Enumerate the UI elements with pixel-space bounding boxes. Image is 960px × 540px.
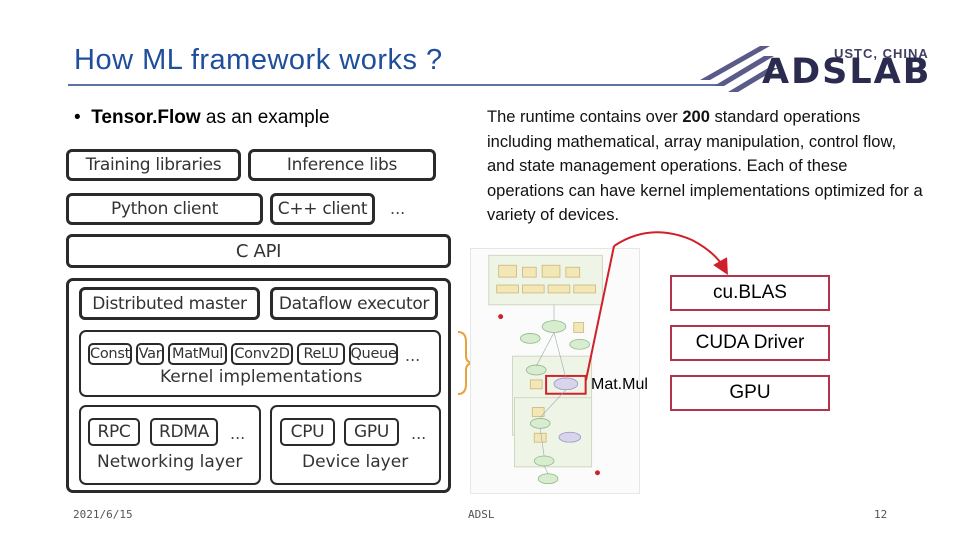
runtime-description: The runtime contains over 200 standard o… (487, 105, 927, 228)
kernel-var: Var (136, 343, 164, 365)
gpu-box-right: GPU (670, 375, 830, 411)
kernel-implementations-label: Kernel implementations (160, 367, 363, 387)
python-client-box: Python client (66, 193, 263, 225)
slide-title: How ML framework works ? (74, 44, 443, 76)
kernel-relu: ReLU (297, 343, 345, 365)
matmul-label: Mat.Mul (591, 376, 648, 393)
dev-more: ... (411, 424, 427, 443)
kernel-queue: Queue (349, 343, 398, 365)
bullet-strong: Tensor.Flow (91, 107, 201, 128)
footer-date: 2021/6/15 (73, 508, 133, 521)
footer-org: ADSL (468, 508, 495, 521)
dataflow-executor-box: Dataflow executor (270, 287, 438, 320)
networking-layer-label: Networking layer (97, 452, 243, 472)
logo-tagline: USTC, CHINA (834, 46, 929, 61)
rdma-box: RDMA (150, 418, 218, 446)
computation-graph-image (470, 248, 640, 494)
kernels-more: ... (405, 346, 421, 365)
net-more: ... (230, 424, 246, 443)
bullet-rest: as an example (200, 107, 330, 128)
inference-libs-box: Inference libs (248, 149, 436, 181)
client-more: ... (390, 199, 406, 218)
cublas-box: cu.BLAS (670, 275, 830, 311)
cpp-client-box: C++ client (270, 193, 375, 225)
device-layer-label: Device layer (302, 452, 409, 472)
cuda-driver-box: CUDA Driver (670, 325, 830, 361)
gpu-box: GPU (344, 418, 399, 446)
adslab-logo-icon (700, 46, 778, 92)
page-number: 12 (874, 508, 888, 521)
distributed-master-box: Distributed master (79, 287, 260, 320)
kernel-const: Const (88, 343, 132, 365)
kernel-conv2d: Conv2D (231, 343, 293, 365)
desc-before: The runtime contains over (487, 108, 683, 126)
logo-wordmark: ADSLAB (762, 52, 932, 92)
desc-number: 200 (682, 108, 710, 126)
rpc-box: RPC (88, 418, 140, 446)
bullet-point: • Tensor.Flow as an example (74, 107, 330, 129)
cpu-box: CPU (280, 418, 335, 446)
title-underline (68, 84, 718, 86)
desc-after: standard operations including mathematic… (487, 108, 923, 225)
kernel-matmul: MatMul (168, 343, 227, 365)
bullet-marker: • (74, 107, 81, 128)
training-libraries-box: Training libraries (66, 149, 241, 181)
c-api-box: C API (66, 234, 451, 268)
